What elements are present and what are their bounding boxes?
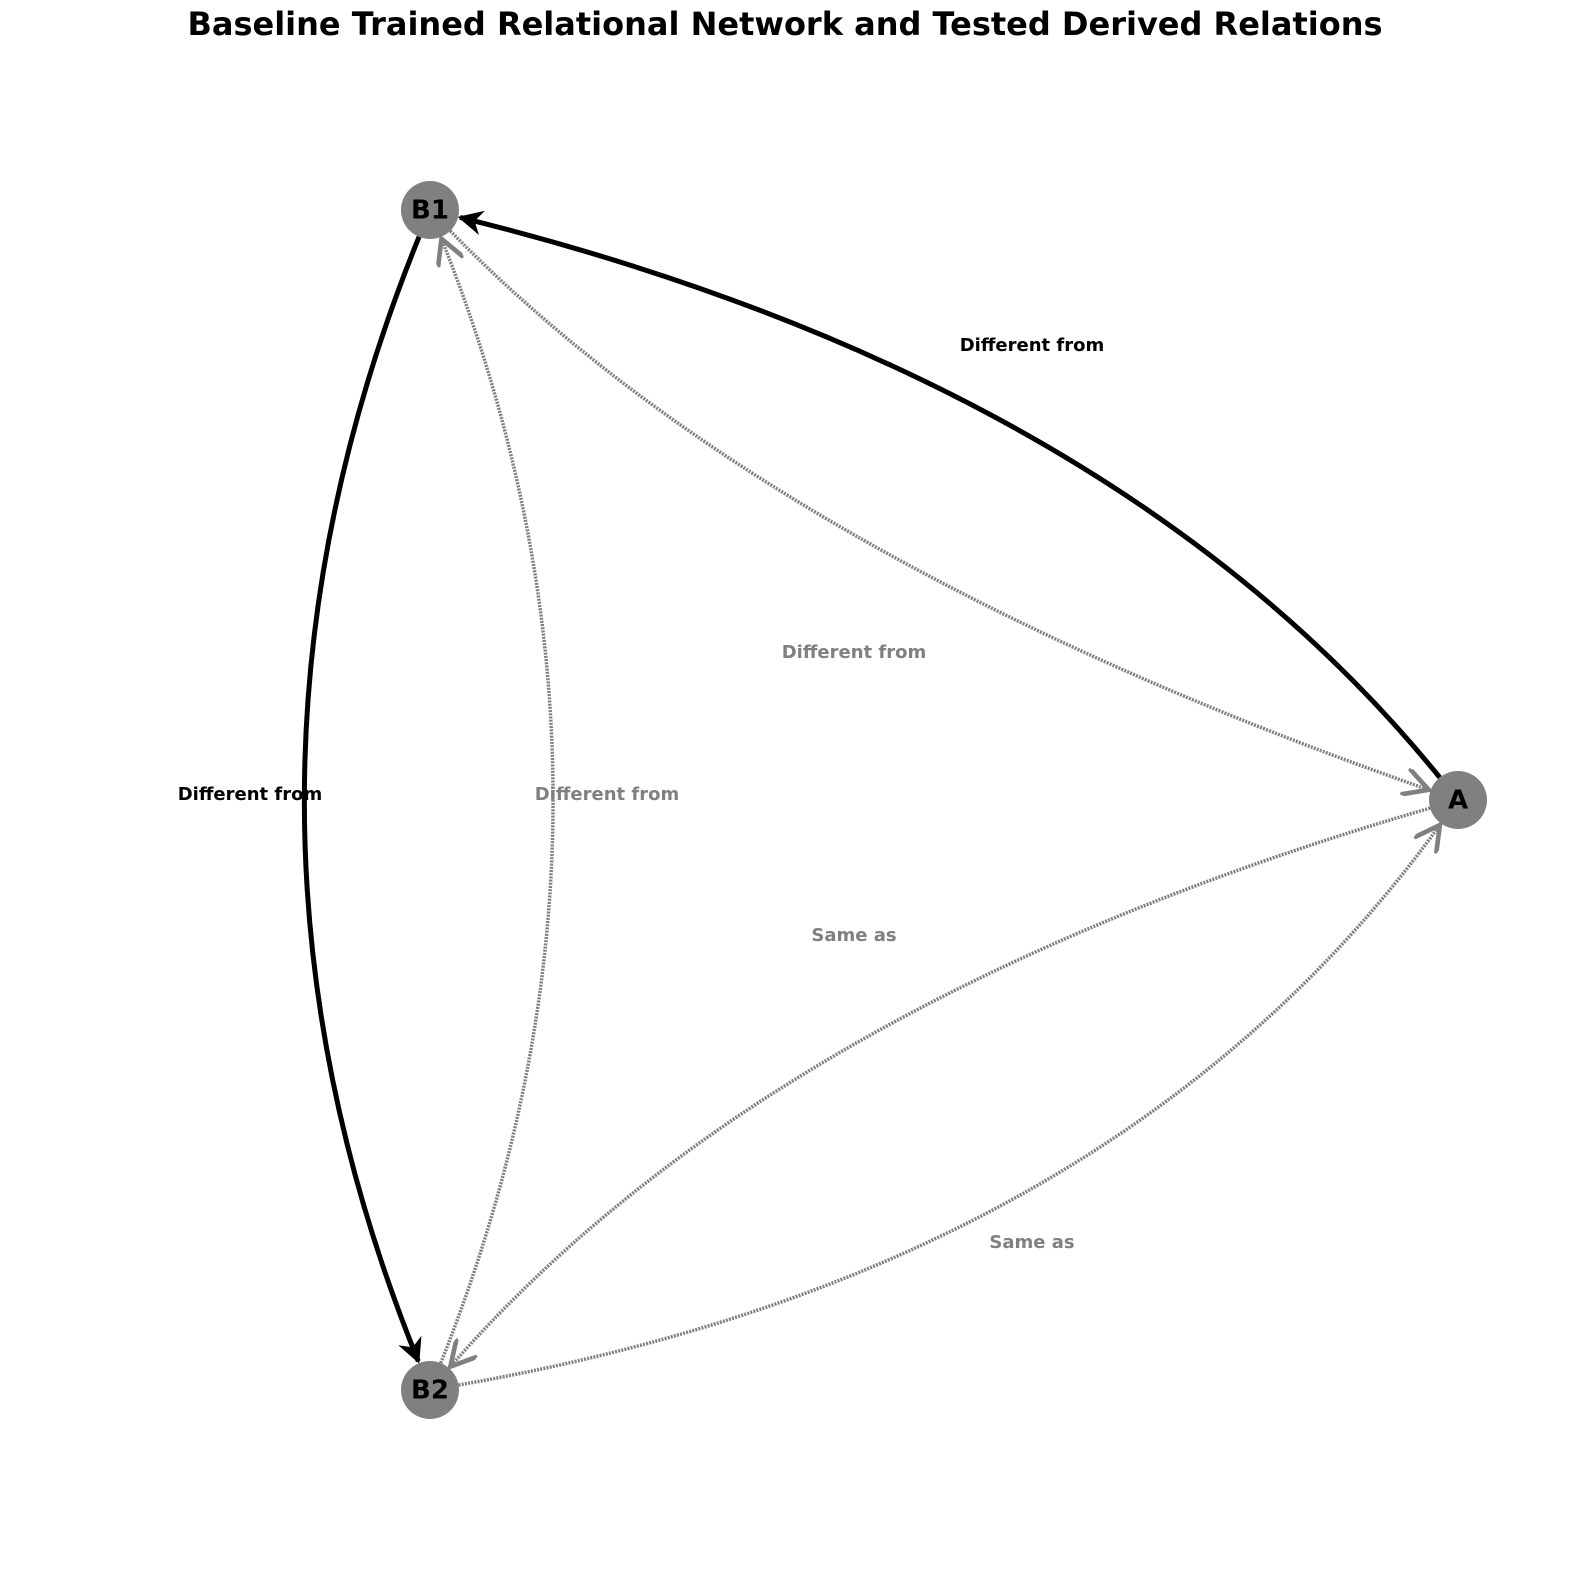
edge-label-b2-to-a: Same as [989, 1232, 1074, 1253]
edge-b2-to-a [458, 825, 1440, 1387]
node-b1: B1 [401, 181, 459, 239]
edge-b1-to-b2 [301, 235, 422, 1364]
edge-b1-to-a [448, 229, 1429, 790]
edge-label-b1-to-b2: Different from [178, 784, 323, 805]
node-a-circle [1429, 771, 1487, 829]
node-a: A [1429, 771, 1487, 829]
node-b2: B2 [401, 1361, 459, 1419]
edge-a-to-b2 [450, 806, 1431, 1367]
edge-label-a-to-b1: Different from [960, 335, 1105, 356]
edge-label-b1-to-a: Different from [782, 642, 927, 663]
edge-a-to-b1 [457, 210, 1442, 780]
edge-label-a-to-b2: Same as [811, 925, 896, 946]
edge-b2-to-b1 [441, 239, 555, 1364]
node-b1-circle [401, 181, 459, 239]
node-b2-label: B2 [411, 1376, 449, 1406]
node-b2-circle [401, 1361, 459, 1419]
edge-label-b2-to-b1: Different from [535, 784, 680, 805]
node-b1-label: B1 [411, 196, 449, 226]
node-a-label: A [1448, 786, 1468, 816]
diagram-title: Baseline Trained Relational Network and … [187, 5, 1383, 43]
